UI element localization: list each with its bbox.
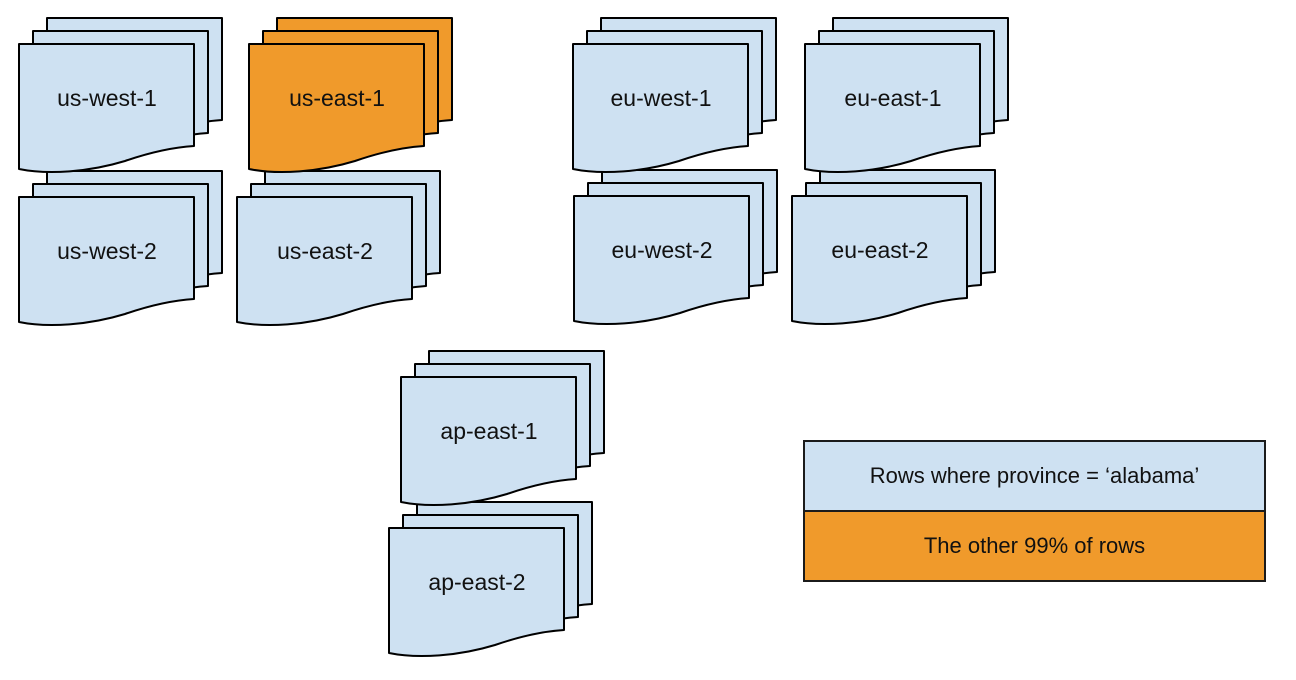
document-stack-icon: [791, 169, 996, 326]
region-stack-us-east-1: us-east-1: [248, 17, 454, 179]
region-stack-eu-east-2: eu-east-2: [791, 169, 997, 331]
document-stack-icon: [572, 17, 777, 174]
legend-item-label: Rows where province = ‘alabama’: [869, 463, 1200, 488]
document-stack-icon: [804, 17, 1009, 174]
document-stack-icon: [388, 501, 593, 658]
document-stack-icon: [18, 170, 223, 327]
region-stack-eu-west-2: eu-west-2: [573, 169, 779, 331]
region-stack-us-east-2: us-east-2: [236, 170, 442, 332]
region-stack-us-west-1: us-west-1: [18, 17, 224, 179]
region-stack-ap-east-2: ap-east-2: [388, 501, 594, 663]
document-stack-icon: [236, 170, 441, 327]
legend-item-label: The other 99% of rows: [923, 533, 1146, 558]
region-stack-eu-east-1: eu-east-1: [804, 17, 1010, 179]
legend: Rows where province = ‘alabama’ The othe…: [803, 440, 1266, 582]
document-stack-icon: [573, 169, 778, 326]
document-stack-icon: [400, 350, 605, 507]
region-stack-ap-east-1: ap-east-1: [400, 350, 606, 512]
document-stack-icon: [248, 17, 453, 174]
document-stack-icon: [18, 17, 223, 174]
region-stack-us-west-2: us-west-2: [18, 170, 224, 332]
legend-item-other-rows: The other 99% of rows: [805, 512, 1264, 580]
region-stack-eu-west-1: eu-west-1: [572, 17, 778, 179]
legend-item-alabama-rows: Rows where province = ‘alabama’: [805, 442, 1264, 512]
